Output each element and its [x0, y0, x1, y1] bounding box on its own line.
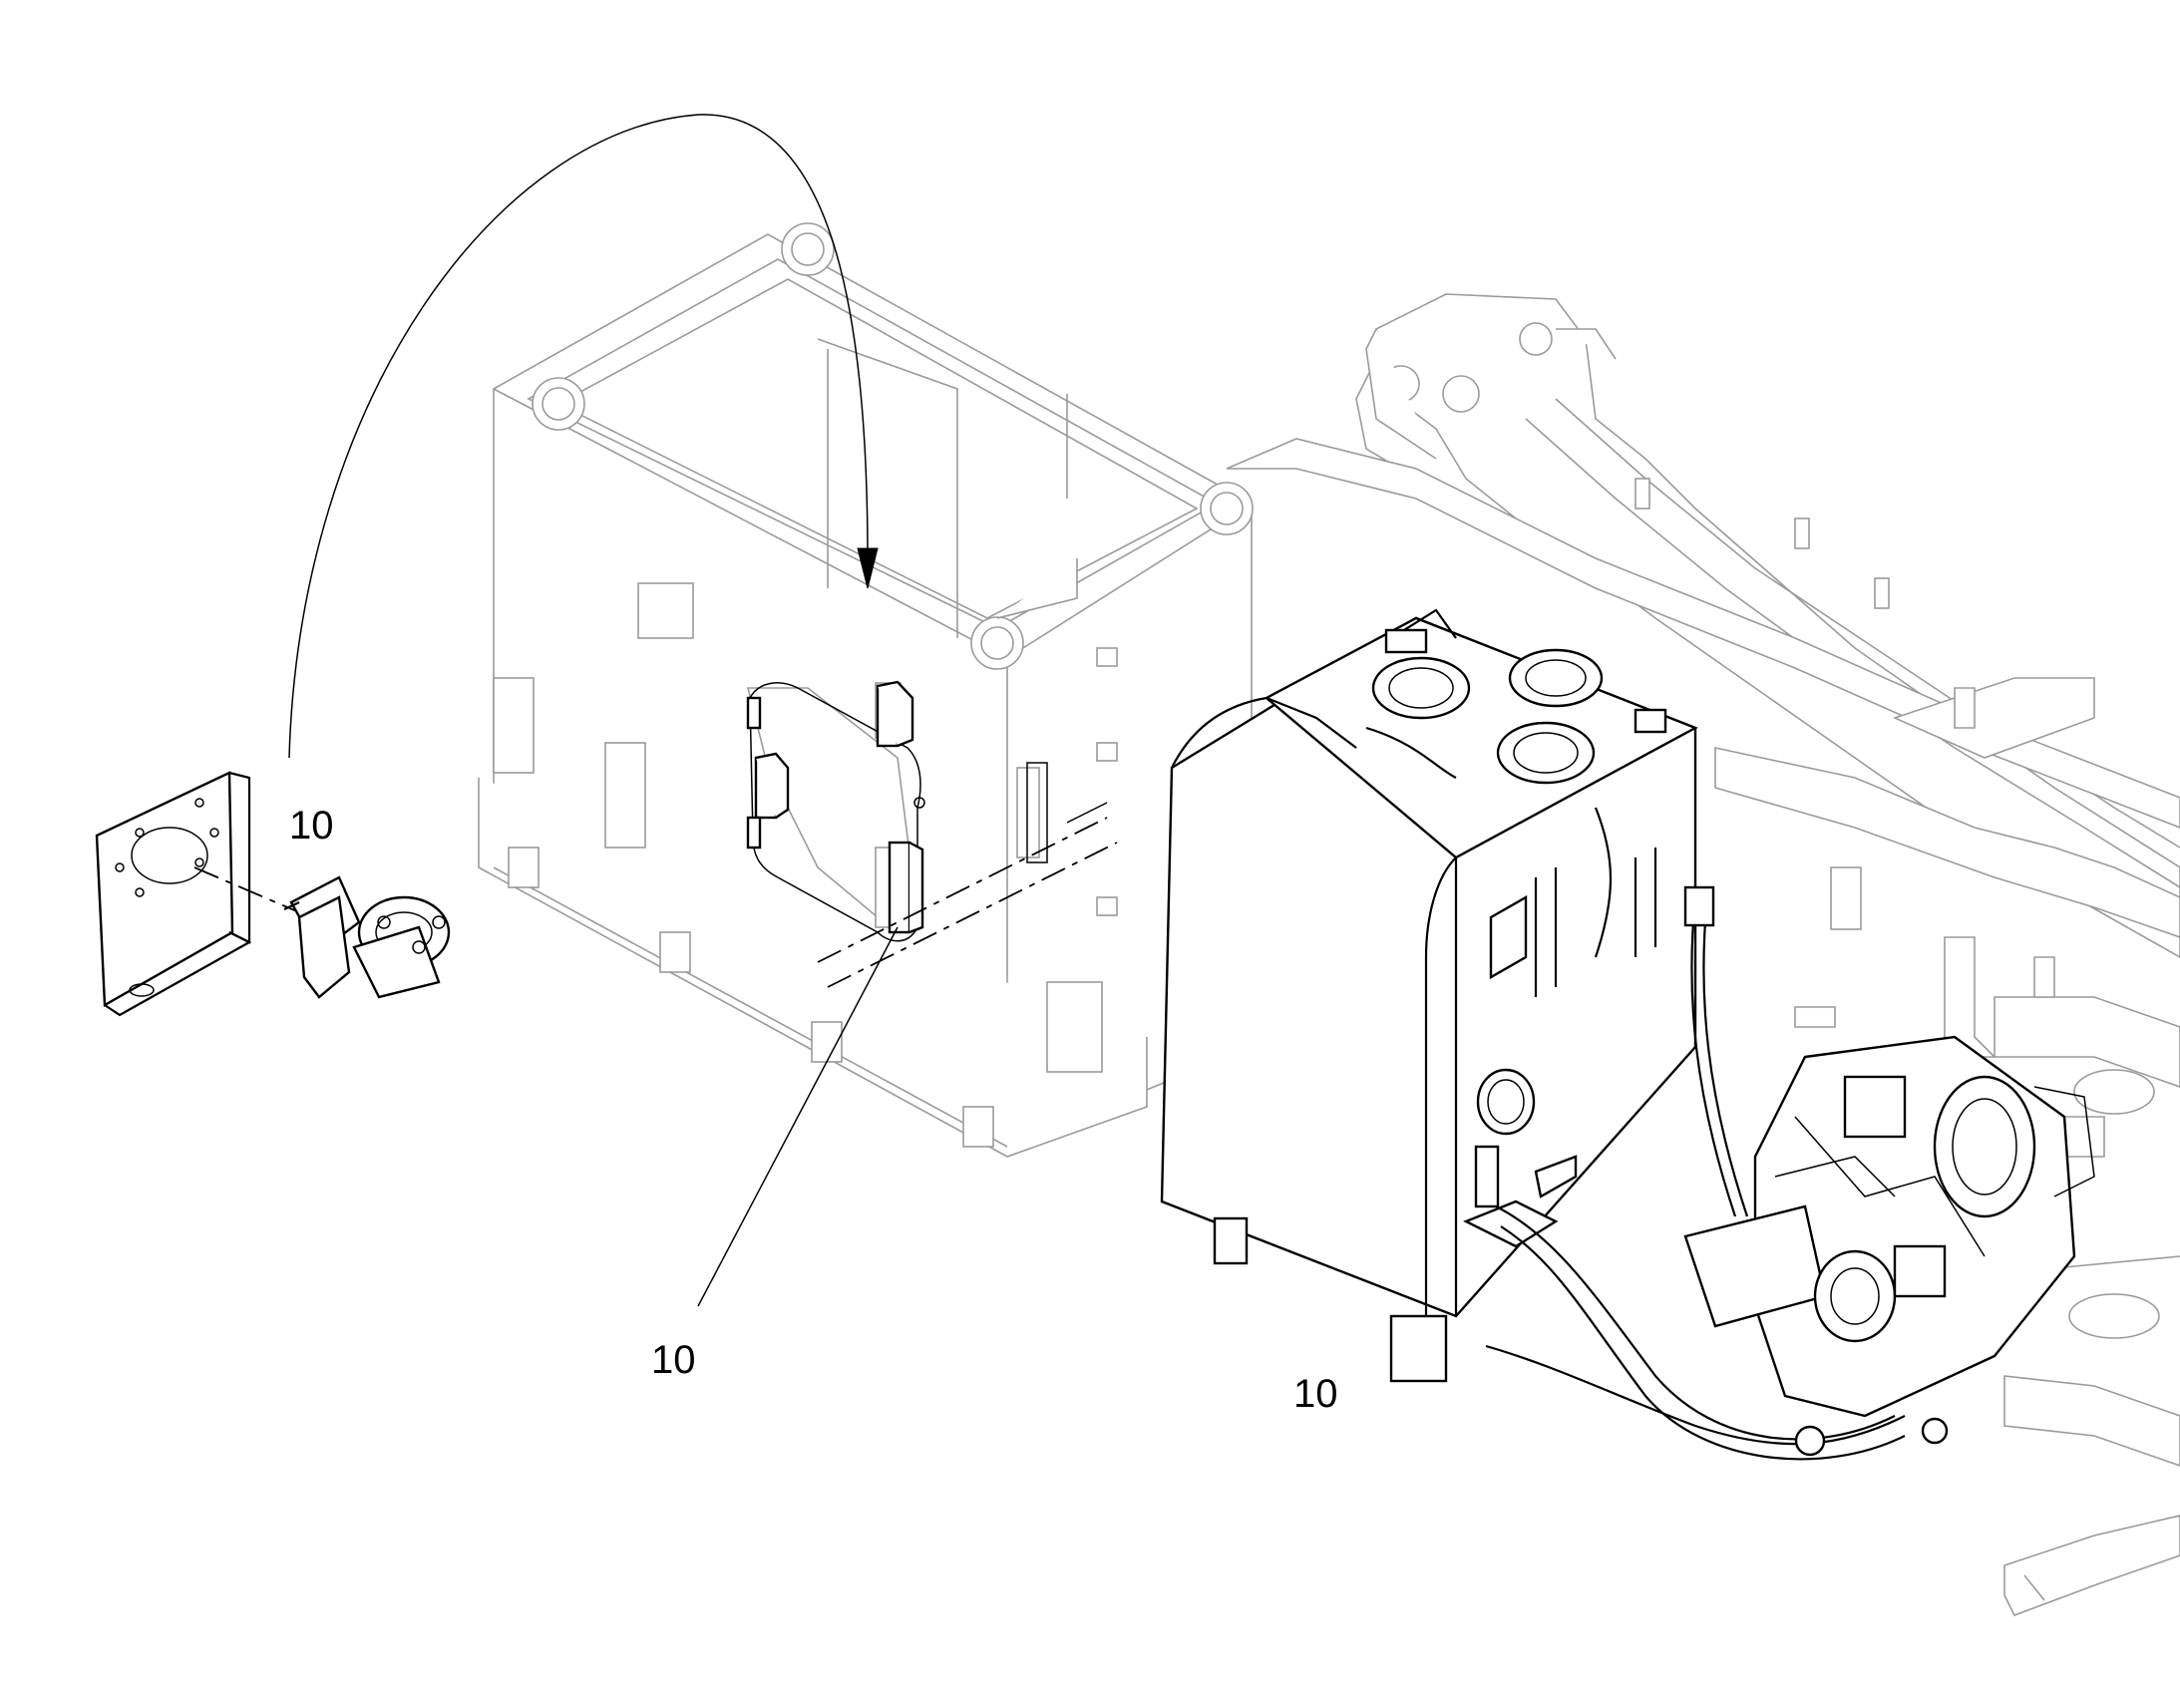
pump-and-bracket [95, 771, 451, 1017]
panel-detail [746, 680, 1118, 988]
hydraulic-tank [1160, 608, 1698, 1383]
callout-hydraulic-tank: 10 [1293, 1372, 1338, 1416]
assembly-direction-arrow [288, 114, 879, 759]
leader-lines [697, 926, 899, 1307]
callout-frame-panel: 10 [651, 1338, 696, 1382]
chassis-frame [1226, 293, 2180, 1617]
callout-pump-bracket: 10 [289, 804, 334, 848]
counterweight-frame [478, 222, 1254, 1158]
hydraulic-pump-assembly [1485, 885, 2095, 1461]
